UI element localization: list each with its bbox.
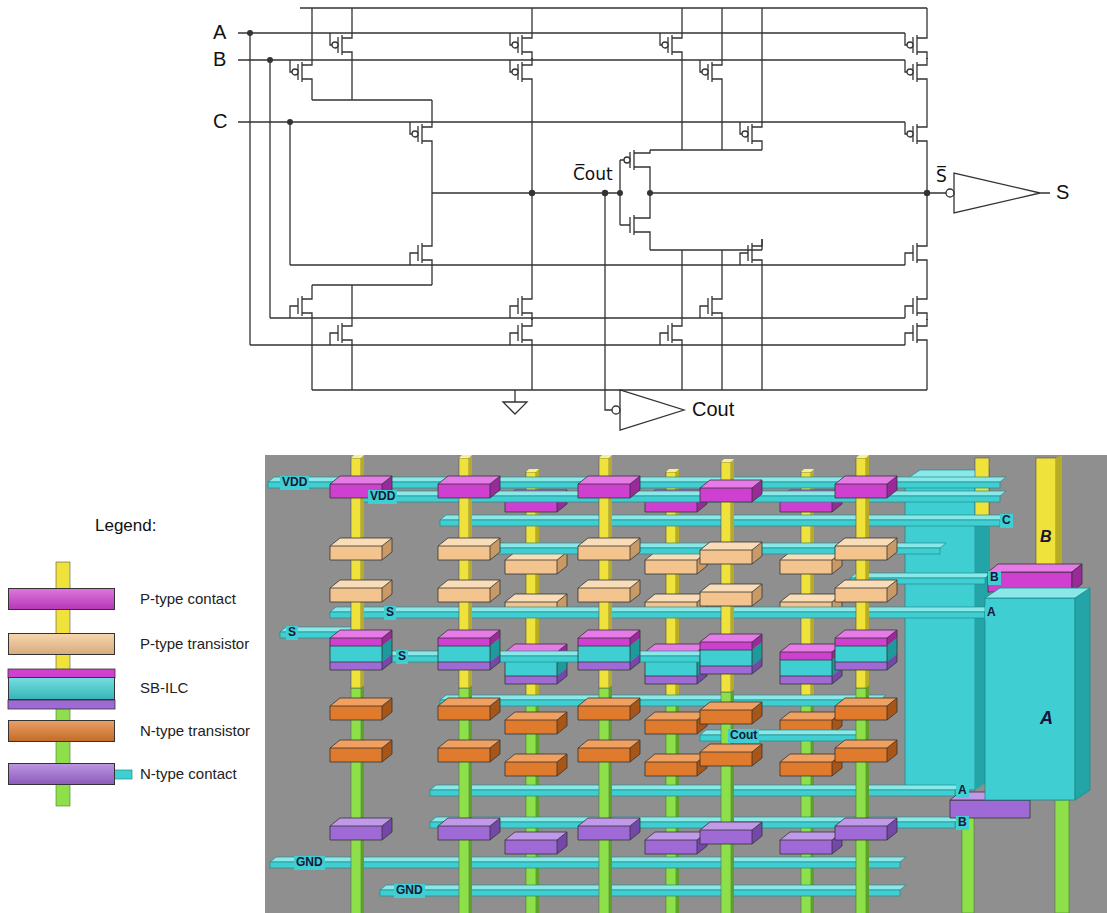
- legend-text: SB-ILC: [140, 679, 188, 696]
- signal-label: C: [213, 110, 227, 133]
- legend-text: N-type contact: [140, 765, 237, 782]
- legend-swatch: [8, 588, 115, 610]
- net-label: S: [384, 606, 396, 620]
- node-label: C̅out: [571, 165, 615, 185]
- legend-heading: Legend:: [95, 516, 156, 536]
- legend-swatch: [8, 633, 115, 655]
- signal-label: S: [1056, 181, 1069, 204]
- legend-swatch: [8, 720, 115, 742]
- net-label: VDD: [280, 476, 309, 490]
- net-label: A: [956, 784, 969, 798]
- legend-text: P-type transistor: [140, 635, 249, 652]
- legend-swatch: [8, 677, 115, 700]
- legend-text: P-type contact: [140, 590, 236, 607]
- net-label: A: [985, 606, 998, 620]
- signal-label: B: [213, 48, 226, 71]
- net-label: A: [1040, 708, 1053, 729]
- node-label: S̅: [934, 167, 949, 187]
- net-label: C: [1000, 514, 1013, 528]
- net-label: S: [396, 650, 408, 664]
- net-label: GND: [394, 884, 425, 898]
- legend-art: [8, 562, 132, 806]
- full-adder-schematic: [238, 8, 1050, 430]
- net-label: B: [988, 571, 1001, 585]
- net-label: Cout: [728, 729, 759, 743]
- net-label: VDD: [368, 490, 397, 504]
- net-label: GND: [294, 856, 325, 870]
- legend-text: N-type transistor: [140, 722, 250, 739]
- signal-label: A: [213, 21, 226, 44]
- legend-swatch: [8, 763, 115, 785]
- net-label: B: [956, 816, 969, 830]
- net-label: B: [1038, 528, 1054, 546]
- net-label: S: [286, 626, 298, 640]
- 3d-layout-illustration: [265, 455, 1107, 913]
- signal-label: Cout: [692, 398, 734, 421]
